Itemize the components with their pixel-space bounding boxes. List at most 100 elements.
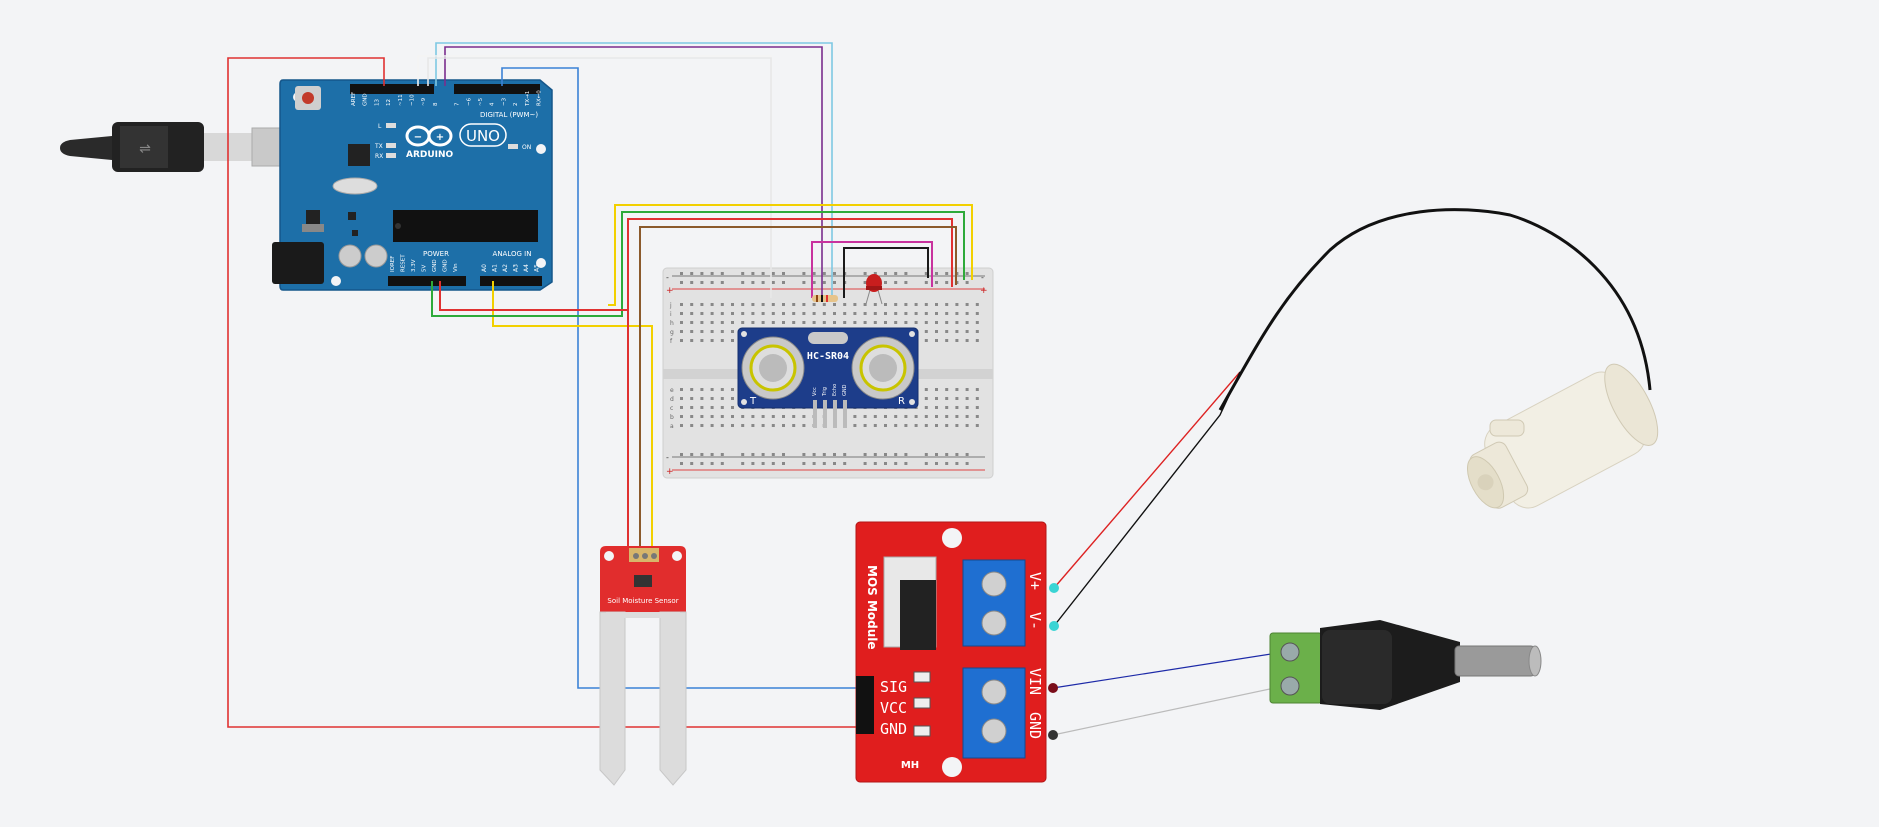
breadboard-hole[interactable]	[700, 406, 704, 409]
breadboard-hole[interactable]	[690, 424, 694, 427]
wire-red-rail[interactable]	[439, 218, 953, 311]
wire-black[interactable]	[843, 247, 929, 298]
breadboard-hole[interactable]	[720, 424, 724, 427]
rail-hole[interactable]	[782, 272, 785, 275]
rail-hole[interactable]	[802, 272, 806, 275]
breadboard-hole[interactable]	[680, 415, 683, 418]
breadboard-hole[interactable]	[680, 424, 683, 427]
breadboard-hole[interactable]	[884, 312, 887, 315]
breadboard-hole[interactable]	[935, 388, 938, 391]
wire-yellow[interactable]	[492, 281, 653, 546]
rail-hole[interactable]	[751, 453, 755, 456]
wire-lightblue-trig[interactable]	[435, 42, 833, 298]
breadboard-hole[interactable]	[731, 312, 734, 315]
gnd-terminal[interactable]	[1048, 730, 1058, 740]
rail-hole[interactable]	[782, 462, 785, 465]
breadboard-hole[interactable]	[924, 415, 928, 418]
rail-hole[interactable]	[812, 453, 816, 456]
breadboard-hole[interactable]	[680, 406, 683, 409]
breadboard-hole[interactable]	[731, 321, 734, 324]
breadboard-hole[interactable]	[873, 415, 877, 418]
power-jack[interactable]	[272, 242, 324, 284]
breadboard-hole[interactable]	[955, 415, 959, 418]
rail-hole[interactable]	[822, 272, 826, 275]
breadboard-hole[interactable]	[680, 312, 683, 315]
breadboard-hole[interactable]	[690, 415, 694, 418]
sensor-pin[interactable]	[813, 400, 817, 428]
analog-header[interactable]	[480, 276, 542, 286]
breadboard-hole[interactable]	[690, 321, 694, 324]
breadboard-hole[interactable]	[965, 424, 969, 427]
breadboard-hole[interactable]	[873, 321, 877, 324]
signal-header[interactable]	[856, 676, 874, 734]
breadboard-hole[interactable]	[751, 312, 755, 315]
output-terminal[interactable]	[962, 559, 1026, 647]
rail-hole[interactable]	[802, 281, 806, 284]
rail-hole[interactable]	[812, 462, 816, 465]
sensor-pin[interactable]	[823, 400, 827, 428]
breadboard-hole[interactable]	[955, 406, 959, 409]
rail-hole[interactable]	[690, 272, 694, 275]
breadboard-hole[interactable]	[975, 321, 979, 324]
breadboard-hole[interactable]	[924, 312, 928, 315]
breadboard-hole[interactable]	[751, 321, 755, 324]
breadboard-hole[interactable]	[924, 424, 928, 427]
breadboard-hole[interactable]	[792, 424, 796, 427]
rail-hole[interactable]	[894, 453, 898, 456]
breadboard-hole[interactable]	[863, 312, 867, 315]
rail-hole[interactable]	[710, 453, 714, 456]
breadboard-hole[interactable]	[700, 330, 704, 333]
breadboard-hole[interactable]	[914, 312, 918, 315]
sensor-pin[interactable]	[843, 400, 847, 428]
breadboard-hole[interactable]	[690, 388, 694, 391]
breadboard-hole[interactable]	[792, 415, 796, 418]
breadboard-hole[interactable]	[853, 424, 857, 427]
breadboard-hole[interactable]	[853, 303, 857, 306]
rail-hole[interactable]	[822, 453, 826, 456]
rail-hole[interactable]	[720, 281, 724, 284]
breadboard-hole[interactable]	[873, 303, 877, 306]
out-minus-terminal[interactable]	[1049, 621, 1059, 631]
breadboard-hole[interactable]	[904, 424, 908, 427]
breadboard-hole[interactable]	[690, 312, 694, 315]
rail-hole[interactable]	[884, 272, 887, 275]
rail-hole[interactable]	[833, 462, 836, 465]
breadboard-hole[interactable]	[710, 406, 714, 409]
rail-hole[interactable]	[894, 272, 898, 275]
breadboard-hole[interactable]	[914, 424, 918, 427]
breadboard-hole[interactable]	[935, 321, 938, 324]
breadboard-hole[interactable]	[720, 388, 724, 391]
breadboard-hole[interactable]	[751, 424, 755, 427]
rail-hole[interactable]	[720, 272, 724, 275]
header-top-left[interactable]	[350, 84, 434, 94]
rail-hole[interactable]	[904, 462, 908, 465]
breadboard-hole[interactable]	[945, 388, 949, 391]
breadboard-hole[interactable]	[945, 339, 949, 342]
rail-hole[interactable]	[741, 272, 745, 275]
breadboard-hole[interactable]	[965, 406, 969, 409]
breadboard-hole[interactable]	[843, 303, 847, 306]
rail-hole[interactable]	[843, 462, 847, 465]
breadboard-hole[interactable]	[924, 330, 928, 333]
breadboard-hole[interactable]	[873, 312, 877, 315]
breadboard-hole[interactable]	[751, 303, 755, 306]
sensor-pin[interactable]	[833, 400, 837, 428]
rail-hole[interactable]	[720, 462, 724, 465]
breadboard-hole[interactable]	[955, 388, 959, 391]
mosfet-module[interactable]: MOS Module SIG VCC GND V+ V- VIN GND MH	[855, 521, 1059, 783]
rail-hole[interactable]	[965, 272, 969, 275]
rail-hole[interactable]	[935, 272, 938, 275]
breadboard-hole[interactable]	[975, 303, 979, 306]
breadboard-hole[interactable]	[751, 415, 755, 418]
breadboard-hole[interactable]	[802, 321, 806, 324]
breadboard-hole[interactable]	[782, 312, 785, 315]
breadboard-hole[interactable]	[894, 415, 898, 418]
rail-hole[interactable]	[945, 281, 949, 284]
breadboard-hole[interactable]	[965, 303, 969, 306]
rail-hole[interactable]	[955, 462, 959, 465]
rail-hole[interactable]	[700, 462, 704, 465]
breadboard-hole[interactable]	[914, 415, 918, 418]
breadboard-hole[interactable]	[945, 406, 949, 409]
breadboard-hole[interactable]	[710, 321, 714, 324]
rail-hole[interactable]	[924, 453, 928, 456]
